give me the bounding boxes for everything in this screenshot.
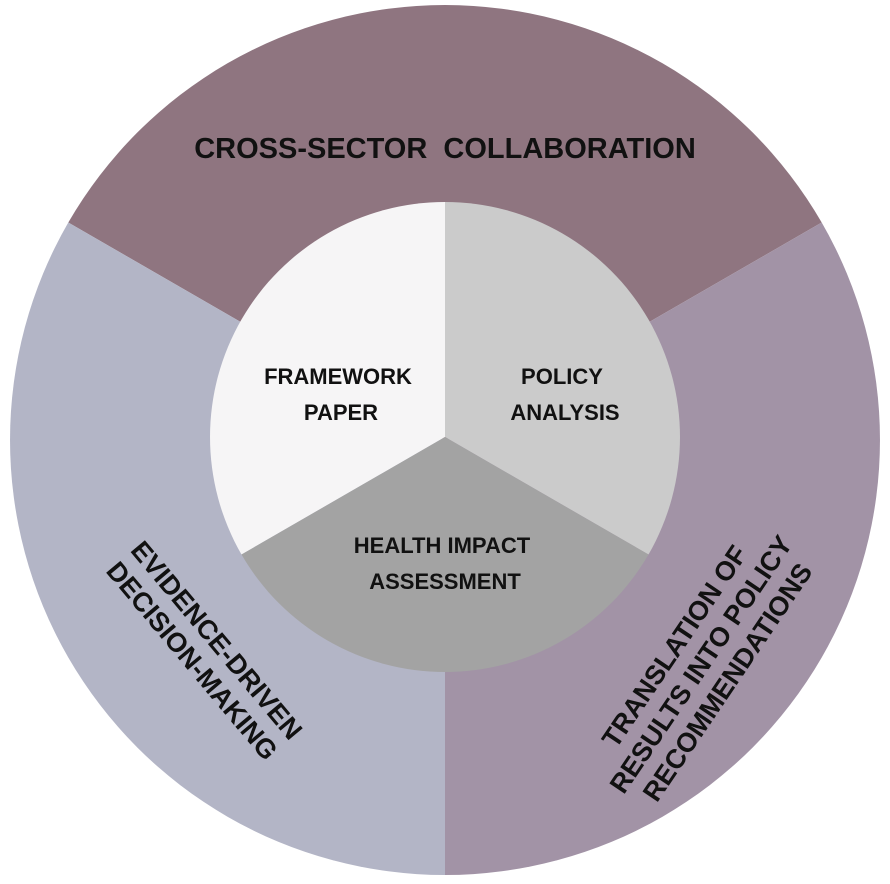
- label-policy-line1: POLICY: [521, 364, 603, 389]
- inner-segment-health-impact-assessment: [241, 437, 649, 672]
- label-framework-line2: PAPER: [304, 400, 378, 425]
- label-framework-line1: FRAMEWORK: [264, 364, 412, 389]
- label-policy-line2: ANALYSIS: [510, 400, 619, 425]
- label-hia-line2: ASSESSMENT: [369, 569, 521, 594]
- inner-segment-framework-paper: [210, 202, 445, 555]
- label-cross-sector-collaboration: CROSS-SECTOR COLLABORATION: [194, 133, 696, 165]
- inner-segment-policy-analysis: [445, 202, 680, 555]
- label-hia-line1: HEALTH IMPACT: [354, 533, 531, 558]
